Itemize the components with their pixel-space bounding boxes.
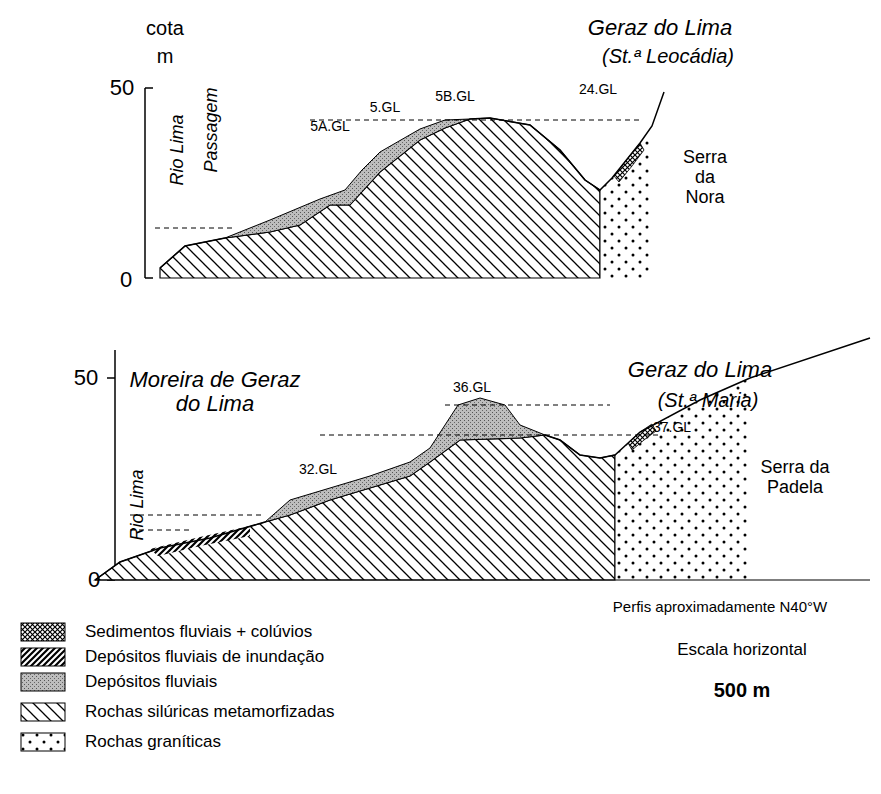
map-label: 50 [74,366,98,390]
map-label: Geraz do Lima [588,16,732,40]
sample-label: 37.GL [653,420,691,435]
legend-text: Rochas silúricas metamorfizadas [85,702,334,722]
legend-row: Depósitos fluviais [20,671,217,693]
map-label: (St.ª Leocádia) [602,45,734,67]
map-label: Serra da Nora [675,148,735,207]
legend-swatch [20,622,66,642]
map-label: Serra da Padela [760,458,830,498]
legend-text: Depósitos fluviais [85,672,217,692]
legend-text: Sedimentos fluviais + colúvios [85,622,312,642]
legend-row: Rochas graníticas [20,731,221,753]
river-label: Rio Lima [128,469,148,540]
sample-label: 32.GL [299,462,337,477]
map-label: 500 m [714,679,771,701]
map-label: Escala horizontal [677,641,806,660]
sample-label: 24.GL [579,82,617,97]
map-label: cota [146,17,184,39]
legend-swatch [20,732,66,752]
map-label: m [157,45,174,67]
sample-label: Perfis aproximadamente N40°W [613,599,827,616]
sample-label: 5A.GL [310,119,350,134]
legend-swatch [20,647,66,667]
map-label: 0 [120,268,132,292]
river-label: Rio Lima [168,114,188,185]
map-label: Geraz do Lima [628,358,772,382]
map-label: 0 [88,568,100,592]
legend-row: Sedimentos fluviais + colúvios [20,621,312,643]
legend-text: Rochas graníticas [85,732,221,752]
legend-row: Rochas silúricas metamorfizadas [20,701,334,723]
legend-row: Depósitos fluviais de inundação [20,646,324,668]
map-label: 50 [110,76,134,100]
map-label: Moreira de Geraz do Lima [125,368,305,416]
legend-text: Depósitos fluviais de inundação [85,647,324,667]
sample-label: 36.GL [453,380,491,395]
sample-label: 5.GL [370,100,400,115]
river-label: Passagem [202,87,222,172]
legend-swatch [20,702,66,722]
map-label: (St.ª Maria) [658,389,759,411]
legend-swatch [20,672,66,692]
sample-label: 5B.GL [435,89,475,104]
